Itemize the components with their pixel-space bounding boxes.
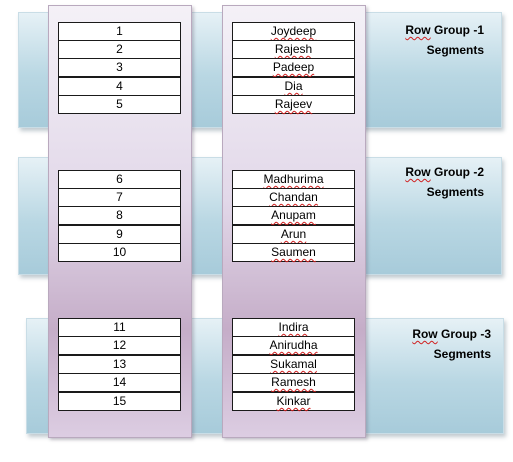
name-cell: Arun — [232, 225, 355, 244]
name-text: Rajesh — [274, 42, 313, 56]
row-group-3-prefix: Row — [412, 327, 438, 341]
row-group-2-label: Row Group -2 Segments — [374, 162, 484, 202]
number-cell: 14 — [58, 373, 181, 392]
name-cell: Dia — [232, 77, 355, 96]
number-cell: 2 — [58, 40, 181, 59]
name-text: Anupam — [271, 208, 316, 222]
name-cell: Saumen — [232, 243, 355, 262]
number-cell: 15 — [58, 392, 181, 411]
name-text: Kinkar — [276, 394, 311, 408]
row-group-1-prefix: Row — [405, 23, 431, 37]
name-text: Saumen — [271, 245, 316, 259]
name-cell: Indira — [232, 318, 355, 337]
name-text: Anirudha — [269, 338, 318, 352]
name-cell: Chandan — [232, 188, 355, 207]
number-cell: 7 — [58, 188, 181, 207]
name-text: Arun — [280, 227, 307, 241]
name-text: Ramesh — [271, 375, 316, 389]
name-text: Rajeev — [274, 97, 313, 111]
name-cell: Madhurima — [232, 170, 355, 189]
number-cell: 4 — [58, 77, 181, 96]
row-group-1-label: Row Group -1 Segments — [374, 20, 484, 60]
row-group-2-prefix: Row — [405, 165, 431, 179]
name-cell: Padeep — [232, 58, 355, 77]
number-cell: 1 — [58, 22, 181, 41]
number-cell: 5 — [58, 95, 181, 114]
name-text: Indira — [278, 320, 309, 334]
number-cell: 3 — [58, 58, 181, 77]
name-cell: Sukamal — [232, 355, 355, 374]
row-group-1-subtitle: Segments — [426, 43, 484, 57]
name-text: Joydeep — [270, 24, 317, 38]
name-cell: Ramesh — [232, 373, 355, 392]
number-cell: 11 — [58, 318, 181, 337]
name-text: Dia — [284, 79, 303, 93]
number-cell: 6 — [58, 170, 181, 189]
row-group-3-label: Row Group -3 Segments — [381, 324, 491, 364]
name-cell: Rajesh — [232, 40, 355, 59]
number-cell: 8 — [58, 206, 181, 225]
name-cell: Anupam — [232, 206, 355, 225]
name-text: Padeep — [272, 60, 315, 74]
number-cell: 12 — [58, 336, 181, 355]
row-group-2-title: Group -2 — [430, 165, 484, 179]
number-cell: 9 — [58, 225, 181, 244]
number-cell: 10 — [58, 243, 181, 262]
row-group-3-title: Group -3 — [437, 327, 491, 341]
name-cell: Kinkar — [232, 392, 355, 411]
row-group-3-subtitle: Segments — [433, 347, 491, 361]
name-cell: Rajeev — [232, 95, 355, 114]
number-cell: 13 — [58, 355, 181, 374]
name-cell: Anirudha — [232, 336, 355, 355]
row-group-2-subtitle: Segments — [426, 185, 484, 199]
row-group-1-title: Group -1 — [430, 23, 484, 37]
name-text: Chandan — [269, 190, 318, 204]
name-text: Madhurima — [263, 172, 324, 186]
name-cell: Joydeep — [232, 22, 355, 41]
name-text: Sukamal — [270, 357, 317, 371]
